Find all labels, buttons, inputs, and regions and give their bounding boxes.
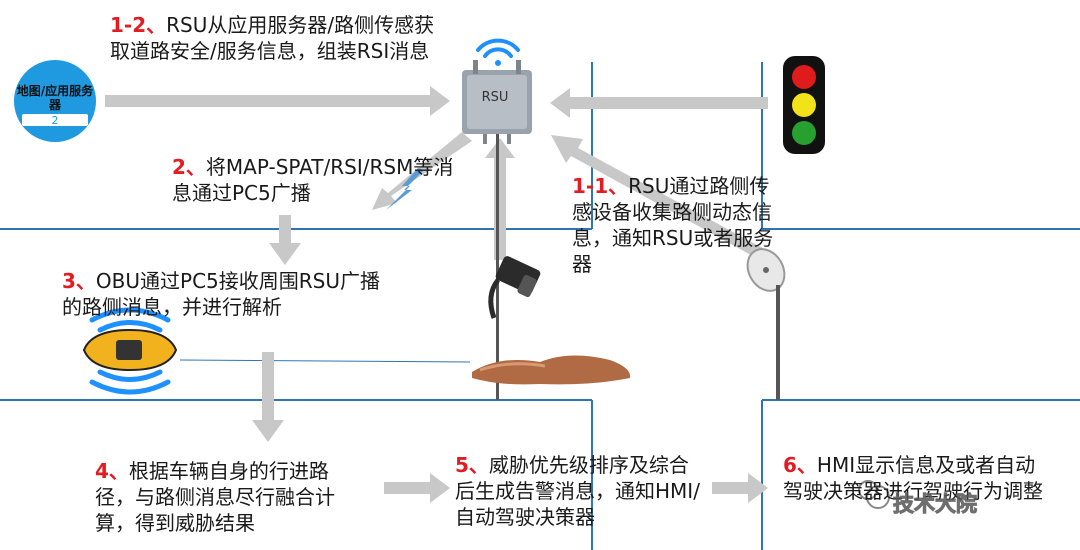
- arrow-radar-to-rsu: [551, 135, 768, 260]
- wifi-icon: [476, 38, 520, 66]
- step-text: RSU从应用服务器/路侧传感获取道路安全/服务信息，组装RSI消息: [110, 13, 435, 63]
- step-text: HMI显示信息及或者自动驾驶决策器进行驾驶行为调整: [783, 453, 1043, 503]
- step-5: 5、威胁优先级排序及综合后生成告警消息，通知HMI/自动驾驶决策器: [455, 452, 705, 530]
- step-separator: 、: [608, 174, 629, 198]
- step-text: 威胁优先级排序及综合后生成告警消息，通知HMI/自动驾驶决策器: [455, 453, 700, 529]
- camera-icon: [488, 256, 541, 319]
- arrow-obu-to-step4: [252, 352, 284, 442]
- obu-link-line: [179, 359, 471, 363]
- step-separator: 、: [146, 13, 167, 37]
- step-number: 3: [62, 269, 76, 293]
- step-number: 1-1: [572, 174, 609, 198]
- road-lines: [0, 62, 1080, 550]
- watermark-logo-icon: [858, 480, 890, 509]
- step-number: 6: [783, 453, 797, 477]
- step-separator: 、: [468, 453, 489, 477]
- step-number: 1-2: [110, 13, 147, 37]
- traffic-light-icon: [783, 56, 825, 154]
- rsu-device-icon: [462, 60, 532, 144]
- step-text: OBU通过PC5接收周围RSU广播的路侧消息，并进行解析: [62, 269, 381, 319]
- step-4: 4、根据车辆自身的行进路径，与路侧消息尽行融合计算，得到威胁结果: [95, 458, 365, 536]
- arrow-step5-to-step6: [712, 473, 768, 503]
- step-separator: 、: [796, 453, 817, 477]
- rsu-label: RSU: [481, 90, 509, 105]
- step-number: 2: [172, 155, 186, 179]
- step-2: 2、将MAP-SPAT/RSI/RSM等消息通过PC5广播: [172, 154, 462, 206]
- step-separator: 、: [185, 155, 206, 179]
- arrow-camera-to-rsu: [485, 138, 515, 260]
- arrow-light-to-rsu: [550, 88, 768, 118]
- step-separator: 、: [75, 269, 96, 293]
- step-1-2: 1-2、RSU从应用服务器/路侧传感获取道路安全/服务信息，组装RSI消息: [110, 12, 440, 64]
- arrow-map-to-rsu: [105, 86, 450, 116]
- arrow-step4-to-step5: [384, 473, 450, 503]
- step-text: 将MAP-SPAT/RSI/RSM等消息通过PC5广播: [172, 155, 454, 205]
- obu-wave-icon: [89, 307, 171, 395]
- step-text: 根据车辆自身的行进路径，与路侧消息尽行融合计算，得到威胁结果: [95, 459, 335, 535]
- step-number: 5: [455, 453, 469, 477]
- watermark-text: 技术大院: [893, 492, 978, 517]
- arrow-down-to-obu: [269, 215, 301, 265]
- step-1-1: 1-1、RSU通过路侧传感设备收集路侧动态信息，通知RSU或者服务器: [572, 173, 782, 277]
- map-server-label: 地图/应用服务器: [16, 84, 94, 112]
- step-3: 3、OBU通过PC5接收周围RSU广播的路侧消息，并进行解析: [62, 268, 392, 320]
- rsu-pole: [496, 132, 499, 400]
- step-6: 6、HMI显示信息及或者自动驾驶决策器进行驾驶行为调整: [783, 452, 1053, 504]
- step-text: RSU通过路侧传感设备收集路侧动态信息，通知RSU或者服务器: [572, 174, 774, 276]
- step-separator: 、: [108, 459, 129, 483]
- step-number: 4: [95, 459, 109, 483]
- road-obstacle-icon: [472, 355, 631, 385]
- map-server-icon: 2: [14, 60, 96, 142]
- svg-text:2: 2: [52, 114, 59, 127]
- car-icon: [82, 328, 178, 372]
- pc5-lightning-icon: [386, 168, 424, 210]
- radar-dish-icon: [746, 248, 786, 400]
